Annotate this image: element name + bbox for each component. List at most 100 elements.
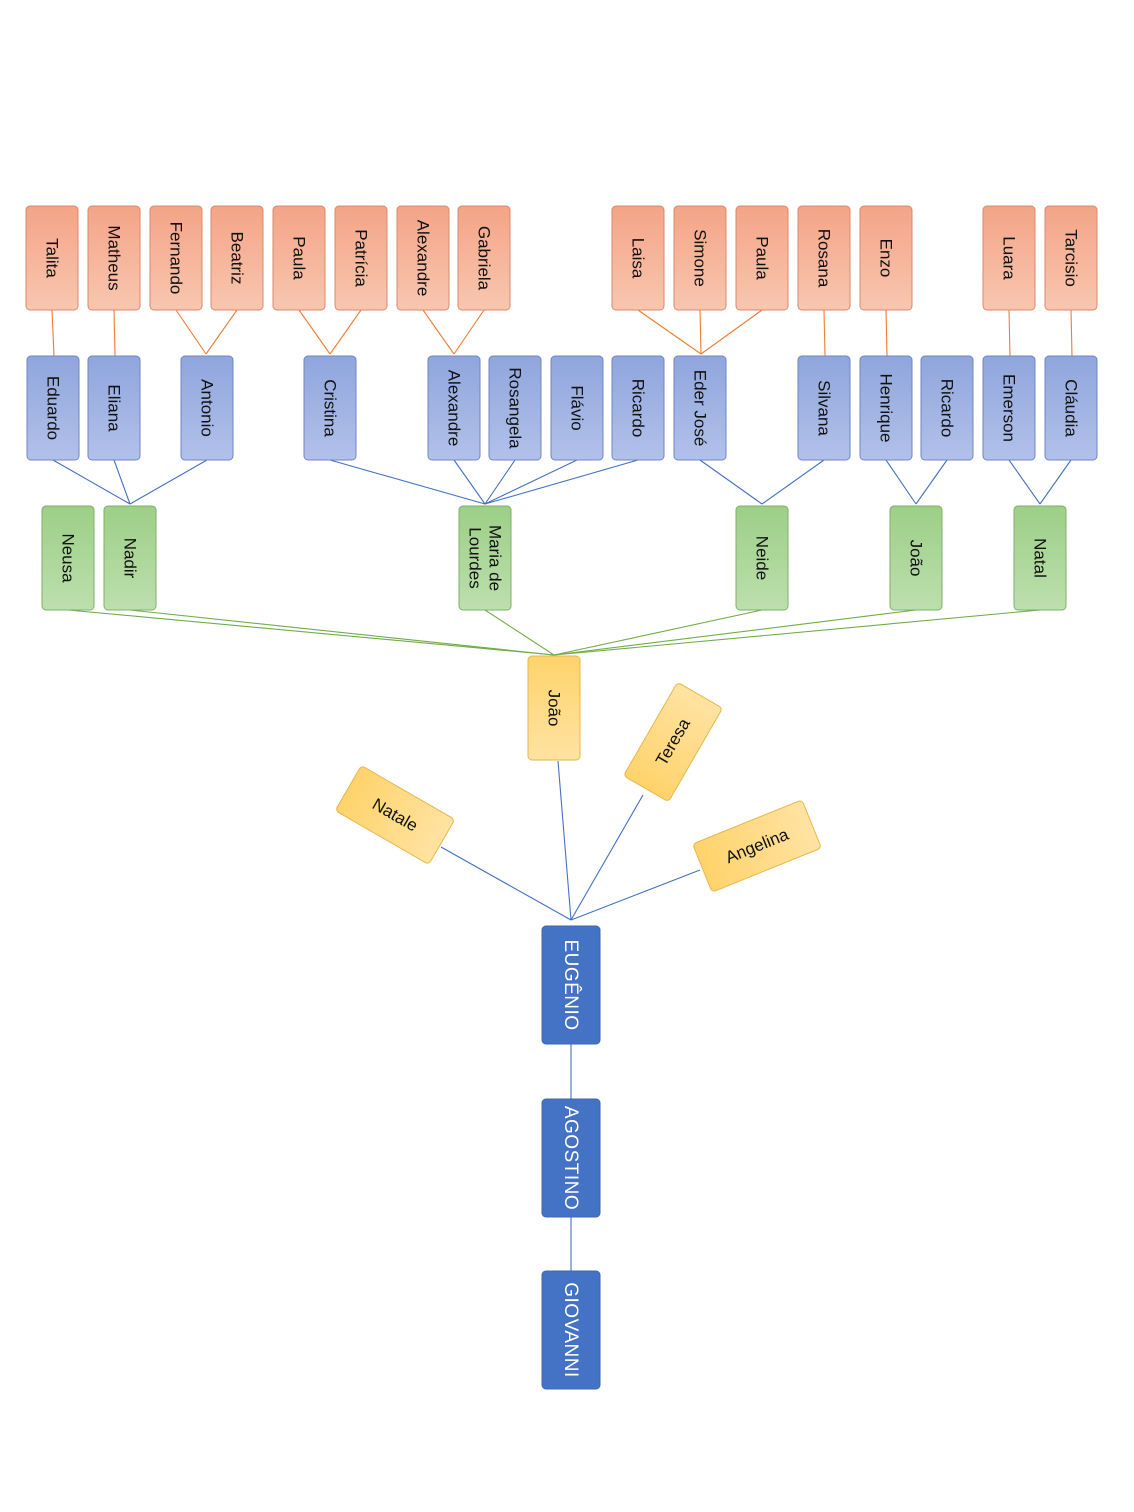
person-name: Emerson [1000, 374, 1019, 442]
person-name: Eduardo [44, 376, 63, 440]
person-name: Enzo [877, 239, 896, 278]
edge-natal-to-emerson [1008, 459, 1041, 505]
person-name: Matheus [105, 225, 124, 290]
person-henrique: Henrique [859, 355, 913, 461]
edge-eugenio-to-teresa [570, 794, 644, 921]
edge-alexandre_blue-to-gabriela [453, 309, 485, 355]
person-name: AGOSTINO [560, 1106, 581, 1210]
person-name: Talita [43, 238, 62, 278]
edge-eduardo-to-talita [51, 309, 55, 357]
person-flavio: Flávio [550, 355, 604, 461]
person-box [210, 205, 264, 311]
person-box [396, 205, 450, 311]
person-box [920, 355, 974, 461]
person-name: Fernando [167, 222, 186, 295]
person-box [1044, 355, 1098, 461]
edge-cristina-to-patricia [329, 309, 362, 355]
edge-maria_de_lourdes-to-rosangela [484, 459, 516, 505]
person-paula-1: Paula [272, 205, 326, 311]
person-name: Luara [1000, 236, 1019, 280]
person-box [427, 355, 481, 461]
person-joao-yellow: João [527, 655, 581, 761]
edge-nadir-to-eduardo [52, 459, 131, 505]
edge-neide-to-eder_jose [699, 459, 763, 505]
person-box [1044, 205, 1098, 311]
edge-maria_de_lourdes-to-cristina [329, 459, 486, 505]
person-laisa: Laisa [611, 205, 665, 311]
edge-henrique-to-enzo [885, 309, 888, 357]
person-natale: Natale [336, 766, 454, 864]
person-name: Simone [691, 229, 710, 287]
edge-eugenio-to-angelina [570, 869, 701, 921]
person-enzo: Enzo [859, 205, 913, 311]
edge-maria_de_lourdes-to-alexandre_blue [453, 459, 486, 505]
person-agostino: AGOSTINO [541, 1098, 601, 1218]
person-box [611, 205, 665, 311]
person-name: Maria de [486, 525, 505, 591]
person-name: EUGÊNIO [560, 939, 582, 1030]
edge-maria_de_lourdes-to-flavio [484, 459, 578, 505]
edge-joao_green-to-henrique [885, 459, 917, 505]
person-name: Alexandre [414, 220, 433, 297]
person-claudia: Cláudia [1044, 355, 1098, 461]
person-box [457, 205, 511, 311]
edge-nadir-to-antonio [129, 459, 208, 505]
person-box [550, 355, 604, 461]
person-natal: Natal [1013, 505, 1067, 611]
person-name: Antonio [198, 379, 217, 437]
person-box [673, 205, 727, 311]
person-matheus: Matheus [87, 205, 141, 311]
person-box [488, 355, 542, 461]
person-alexandre-orange: Alexandre [396, 205, 450, 311]
person-antonio: Antonio [180, 355, 234, 461]
person-nadir: Nadir [103, 505, 157, 611]
edge-eder_jose-to-paula_2 [700, 309, 763, 355]
person-box [693, 800, 821, 892]
edge-claudia-to-tarcisio [1070, 309, 1073, 357]
person-box [982, 355, 1036, 461]
edge-eugenio-to-joao_yellow [557, 760, 572, 921]
edge-eugenio-to-natale [440, 846, 572, 921]
person-alexandre-blue: Alexandre [427, 355, 481, 461]
person-name: Ricardo [938, 379, 957, 438]
person-cristina: Cristina [303, 355, 357, 461]
person-box [859, 205, 913, 311]
person-eduardo: Eduardo [26, 355, 80, 461]
edge-alexandre_blue-to-alexandre_orange [422, 309, 455, 355]
person-eliana: Eliana [87, 355, 141, 461]
person-boxes: GIOVANNIAGOSTINOEUGÊNIONataleJoãoTeresaA… [25, 205, 1098, 1390]
person-tarcisio: Tarcisio [1044, 205, 1098, 311]
person-name: Tarcisio [1062, 229, 1081, 287]
person-box [541, 925, 601, 1045]
edge-neide-to-silvana [761, 459, 825, 505]
person-box [149, 205, 203, 311]
edge-maria_de_lourdes-to-ricardo_1 [484, 459, 639, 505]
person-box [336, 766, 454, 864]
edge-joao_yellow-to-nadir [129, 609, 555, 656]
person-box [87, 355, 141, 461]
person-name: Beatriz [228, 232, 247, 285]
person-box [303, 355, 357, 461]
person-ricardo-2: Ricardo [920, 355, 974, 461]
person-name: Ricardo [629, 379, 648, 438]
person-name: Nadir [121, 538, 140, 579]
edge-nadir-to-eliana [113, 459, 131, 505]
person-neide: Neide [735, 505, 789, 611]
person-name: João [907, 540, 926, 577]
person-beatriz: Beatriz [210, 205, 264, 311]
person-box [541, 1098, 601, 1218]
person-name: Laisa [629, 238, 648, 279]
person-box [859, 355, 913, 461]
person-name: Eder José [691, 370, 710, 447]
edge-joao_yellow-to-neusa [67, 609, 555, 656]
edge-eliana-to-matheus [113, 309, 116, 357]
edge-joao_yellow-to-neide [553, 609, 763, 656]
person-ricardo-1: Ricardo [611, 355, 665, 461]
person-name: Gabriela [475, 226, 494, 291]
person-name: Rosana [815, 229, 834, 288]
person-box [735, 205, 789, 311]
person-box [272, 205, 326, 311]
person-box [25, 205, 79, 311]
